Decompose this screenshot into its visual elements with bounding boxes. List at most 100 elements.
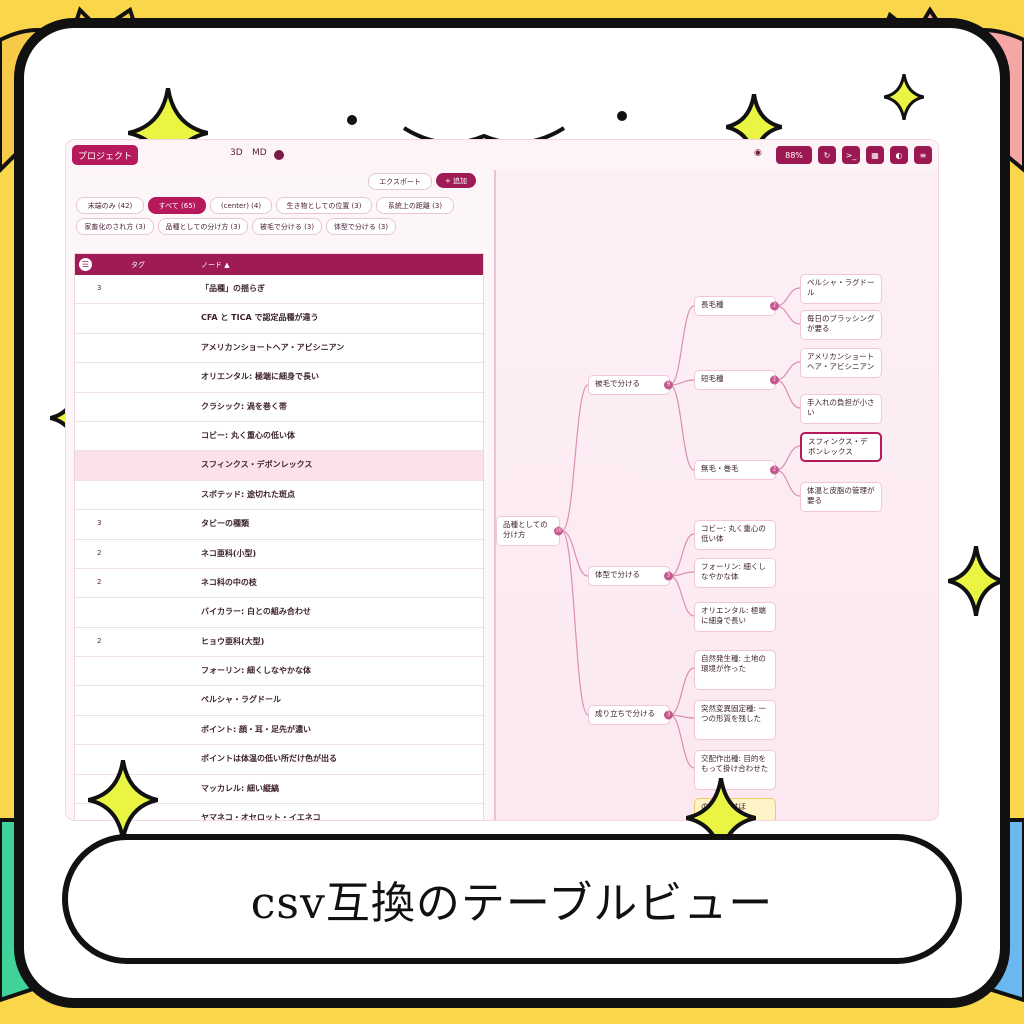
mindmap-leaf[interactable]: 突然変異固定種: 一つの形質を残した (694, 700, 776, 740)
mindmap-leaf[interactable]: 手入れの負担が小さい (800, 394, 882, 424)
table-row[interactable]: フォーリン: 細くしなやかな体 (75, 657, 483, 687)
row-count: 3 (97, 284, 102, 292)
mindmap-leaf[interactable]: 自然発生種: 土地の環境が作った (694, 650, 776, 690)
connector-line (561, 384, 589, 532)
table-row[interactable]: ポイント: 顔・耳・足先が濃い (75, 716, 483, 746)
connector-line (775, 287, 801, 307)
connector-line (561, 530, 589, 577)
mindmap-branch[interactable]: 被毛で分ける 9 (588, 375, 673, 395)
column-node[interactable]: ノード ▲ (201, 261, 230, 269)
row-node-label: ポイントは体温の低い所だけ色が出る (201, 754, 337, 764)
mindmap-leaf[interactable]: 交配作出種: 目的をもって掛け合わせた (694, 750, 776, 790)
mindmap-branch-label: 体型で分ける (595, 570, 640, 579)
chip-domestication[interactable]: 家畜化のされ方 (3) (76, 218, 154, 235)
menu-icon[interactable]: ≡ (914, 146, 932, 164)
column-tag[interactable]: タグ (131, 261, 145, 269)
row-node-label: ネコ科の中の枝 (201, 577, 257, 587)
connector-line (775, 379, 801, 409)
connector-line (669, 667, 695, 716)
row-node-label: 「品種」の揺らぎ (201, 284, 265, 293)
reload-icon[interactable]: ↻ (818, 146, 836, 164)
chip-coat[interactable]: 被毛で分ける (3) (252, 218, 322, 235)
column-menu-icon[interactable]: ☰ (79, 258, 92, 271)
calendar-icon[interactable]: ▦ (866, 146, 884, 164)
chip-center[interactable]: (center) (4) (210, 197, 272, 214)
mindmap-branch-label: 被毛で分ける (595, 379, 640, 388)
connector-line (561, 530, 589, 716)
connector-line (669, 575, 695, 617)
mindmap-leaf[interactable]: フォーリン: 細くしなやかな体 (694, 558, 776, 588)
mindmap-sub-label: 無毛・巻毛 (701, 464, 739, 473)
row-node-label: クラシック: 渦を巻く帯 (201, 401, 287, 411)
table-row[interactable]: CFA と TICA で認定品種が違う (75, 304, 483, 334)
mindmap-leaf[interactable]: スフィンクス・デボンレックス (800, 432, 882, 462)
eye-icon[interactable]: ◉ (754, 148, 762, 158)
mindmap-leaf[interactable]: ペルシャ・ラグドール (800, 274, 882, 304)
count-badge: 9 (664, 380, 673, 390)
table-row[interactable]: ポイントは体温の低い所だけ色が出る (75, 745, 483, 775)
mindmap-leaf[interactable]: 毎日のブラッシングが要る (800, 310, 882, 340)
table-row[interactable]: コビー: 丸く重心の低い体 (75, 422, 483, 452)
table-row[interactable]: スフィンクス・デボンレックス (75, 451, 483, 481)
table-row[interactable]: アメリカンショートヘア・アビシニアン (75, 334, 483, 364)
connector-line (669, 305, 695, 386)
mindmap-leaf[interactable]: 体温と皮脂の管理が要る (800, 482, 882, 512)
mindmap-branch-label: 成り立ちで分ける (595, 709, 655, 718)
row-count: 2 (97, 548, 102, 557)
sparkle-icon (128, 88, 208, 178)
chip-all[interactable]: すべて (65) (148, 197, 206, 214)
table-body: 3 「品種」の揺らぎ CFA と TICA で認定品種が違うアメリカンショートヘア・… (75, 275, 483, 820)
mindmap-leaf[interactable]: コビー: 丸く重心の低い体 (694, 520, 776, 550)
connector-line (669, 714, 695, 769)
connector-line (669, 384, 695, 471)
row-node-label: スポテッド: 途切れた斑点 (201, 489, 295, 499)
sparkle-icon (726, 94, 782, 160)
chip-position[interactable]: 生き物としての位置 (3) (276, 197, 372, 214)
table-row[interactable]: マッカレル: 細い縦縞 (75, 775, 483, 805)
project-button[interactable]: プロジェクト (72, 145, 138, 165)
table-row[interactable]: バイカラー: 白との組み合わせ (75, 598, 483, 628)
mindmap-leaf-label: 体温と皮脂の管理が要る (807, 486, 875, 505)
chip-body[interactable]: 体型で分ける (3) (326, 218, 396, 235)
connector-line (775, 469, 801, 497)
table-row[interactable]: ヤマネコ・オセロット・イエネコ (75, 804, 483, 820)
contrast-icon[interactable]: ◐ (890, 146, 908, 164)
sparkle-icon (884, 74, 924, 120)
table-row[interactable]: ペルシャ・ラグドール (75, 686, 483, 716)
mode-md-toggle[interactable]: MD (252, 148, 267, 158)
count-badge: 10 (554, 526, 563, 536)
count-badge: 2 (770, 375, 779, 385)
mindmap-leaf[interactable]: オリエンタル: 極端に細身で長い (694, 602, 776, 632)
row-node-label: アメリカンショートヘア・アビシニアン (201, 342, 345, 352)
chip-leaf-only[interactable]: 末端のみ (42) (76, 197, 144, 214)
mindmap-leaf-label: 毎日のブラッシングが要る (807, 314, 875, 333)
add-button[interactable]: + 追加 (436, 173, 476, 188)
mindmap-connectors (561, 287, 801, 769)
theme-dot-icon[interactable] (274, 150, 284, 160)
chip-breed-split[interactable]: 品種としての分け方 (3) (158, 218, 248, 235)
export-button[interactable]: エクスポート (368, 173, 432, 190)
zoom-level[interactable]: 88% (776, 146, 812, 164)
table-row[interactable]: オリエンタル: 極端に細身で長い (75, 363, 483, 393)
table-row[interactable]: クラシック: 渦を巻く帯 (75, 393, 483, 422)
mode-3d-toggle[interactable]: 3D (230, 148, 243, 158)
terminal-icon[interactable]: >_ (842, 146, 860, 164)
app-window: プロジェクト 3D MD ◉ 88% ↻ >_ ▦ ◐ ≡ エクスポート + 追… (66, 140, 938, 820)
mindmap-leaf[interactable]: アメリカンショートヘア・アビシニアン (800, 348, 882, 378)
connector-line (775, 361, 801, 381)
connector-line (775, 305, 801, 325)
table-row[interactable]: スポテッド: 途切れた斑点 (75, 481, 483, 511)
chip-lineage[interactable]: 系統上の距離 (3) (376, 197, 454, 214)
table-row[interactable]: 3 「品種」の揺らぎ (75, 275, 483, 305)
